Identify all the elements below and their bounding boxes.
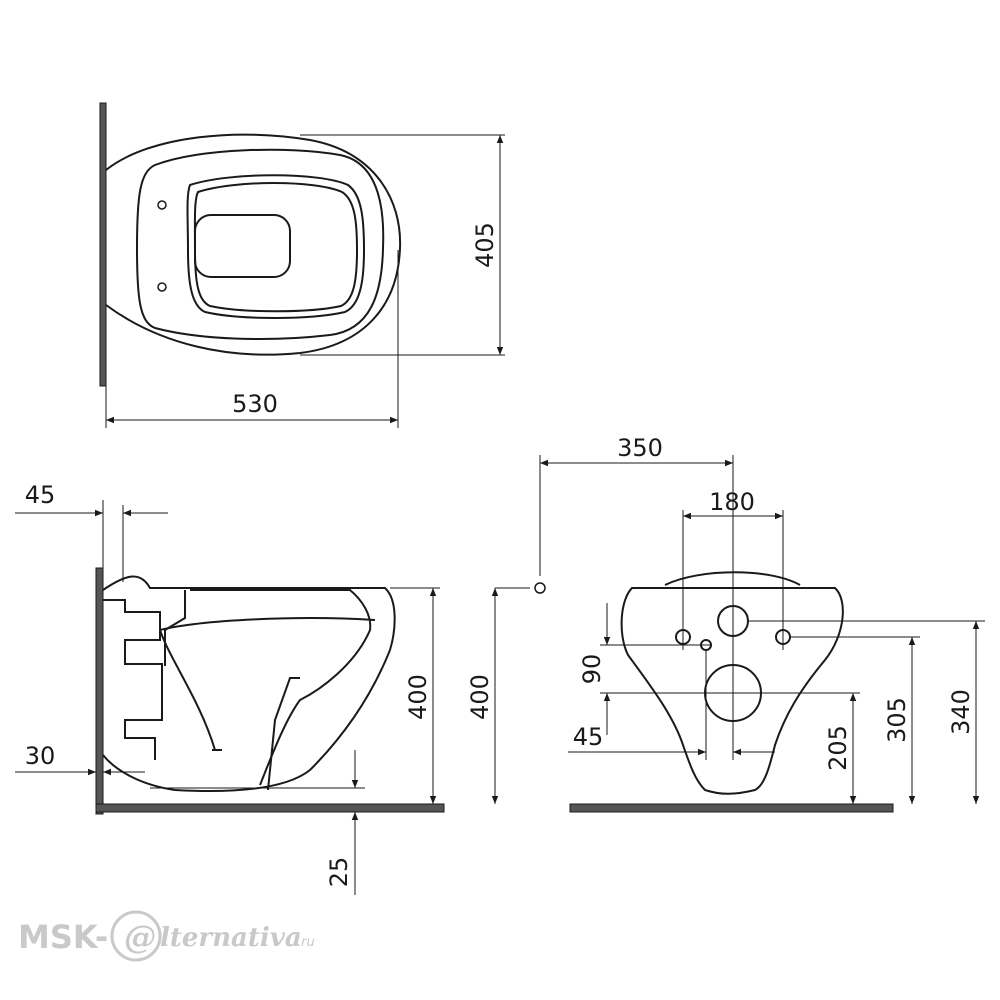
watermark-at-glyph: @ bbox=[124, 918, 156, 956]
seat-hinge-hole-upper bbox=[157, 200, 167, 210]
dim-outlet-height-205: 205 bbox=[824, 725, 852, 771]
top-view-wall bbox=[99, 102, 107, 387]
side-view-dimensions bbox=[15, 500, 440, 895]
dim-total-height-400: 400 bbox=[466, 674, 494, 720]
front-view-floor bbox=[569, 803, 894, 813]
watermark-rest: lternativa bbox=[160, 923, 302, 953]
dim-bolt-height-340: 340 bbox=[947, 689, 975, 735]
front-view bbox=[534, 571, 894, 813]
dim-wall-offset-45: 45 bbox=[25, 481, 56, 509]
seat-inner-outline bbox=[186, 174, 366, 319]
watermark-at-ring bbox=[110, 910, 162, 962]
seat-hinge-hole-lower bbox=[157, 282, 167, 292]
dim-inlet-height-305: 305 bbox=[883, 697, 911, 743]
top-view bbox=[99, 102, 402, 387]
reference-point bbox=[534, 582, 546, 594]
watermark-prefix: MSK- bbox=[18, 918, 108, 956]
dim-wall-offset-30: 30 bbox=[25, 742, 56, 770]
bowl-outer-profile bbox=[102, 575, 396, 792]
top-view-dimensions bbox=[105, 134, 505, 428]
front-view-dimensions bbox=[491, 455, 985, 804]
bowl-opening bbox=[194, 214, 291, 278]
dim-floor-gap-25: 25 bbox=[325, 857, 353, 888]
dim-outlet-offset-45: 45 bbox=[573, 723, 604, 751]
watermark-suffix: .ru bbox=[297, 935, 315, 950]
dim-inlet-drop-90: 90 bbox=[578, 654, 606, 685]
bowl-outline bbox=[105, 133, 402, 356]
seat-inner-rim bbox=[193, 182, 359, 313]
mount-bracket bbox=[103, 599, 163, 760]
bowl-inner-profile bbox=[159, 589, 376, 786]
dim-width-530: 530 bbox=[232, 390, 278, 418]
bowl-shell-line bbox=[164, 590, 300, 791]
dim-height-400: 400 bbox=[404, 674, 432, 720]
dim-bolt-spacing-180: 180 bbox=[709, 488, 755, 516]
dim-inlet-offset-350: 350 bbox=[617, 434, 663, 462]
watermark-logo: MSK- @ lternativa .ru bbox=[18, 910, 315, 962]
side-view bbox=[95, 567, 445, 815]
seat-lid-top bbox=[664, 571, 801, 586]
dim-depth-405: 405 bbox=[471, 222, 499, 268]
side-view-floor bbox=[95, 803, 445, 813]
side-view-wall bbox=[95, 567, 104, 815]
seat-outline bbox=[135, 148, 385, 341]
bowl-front-outline bbox=[620, 587, 844, 795]
